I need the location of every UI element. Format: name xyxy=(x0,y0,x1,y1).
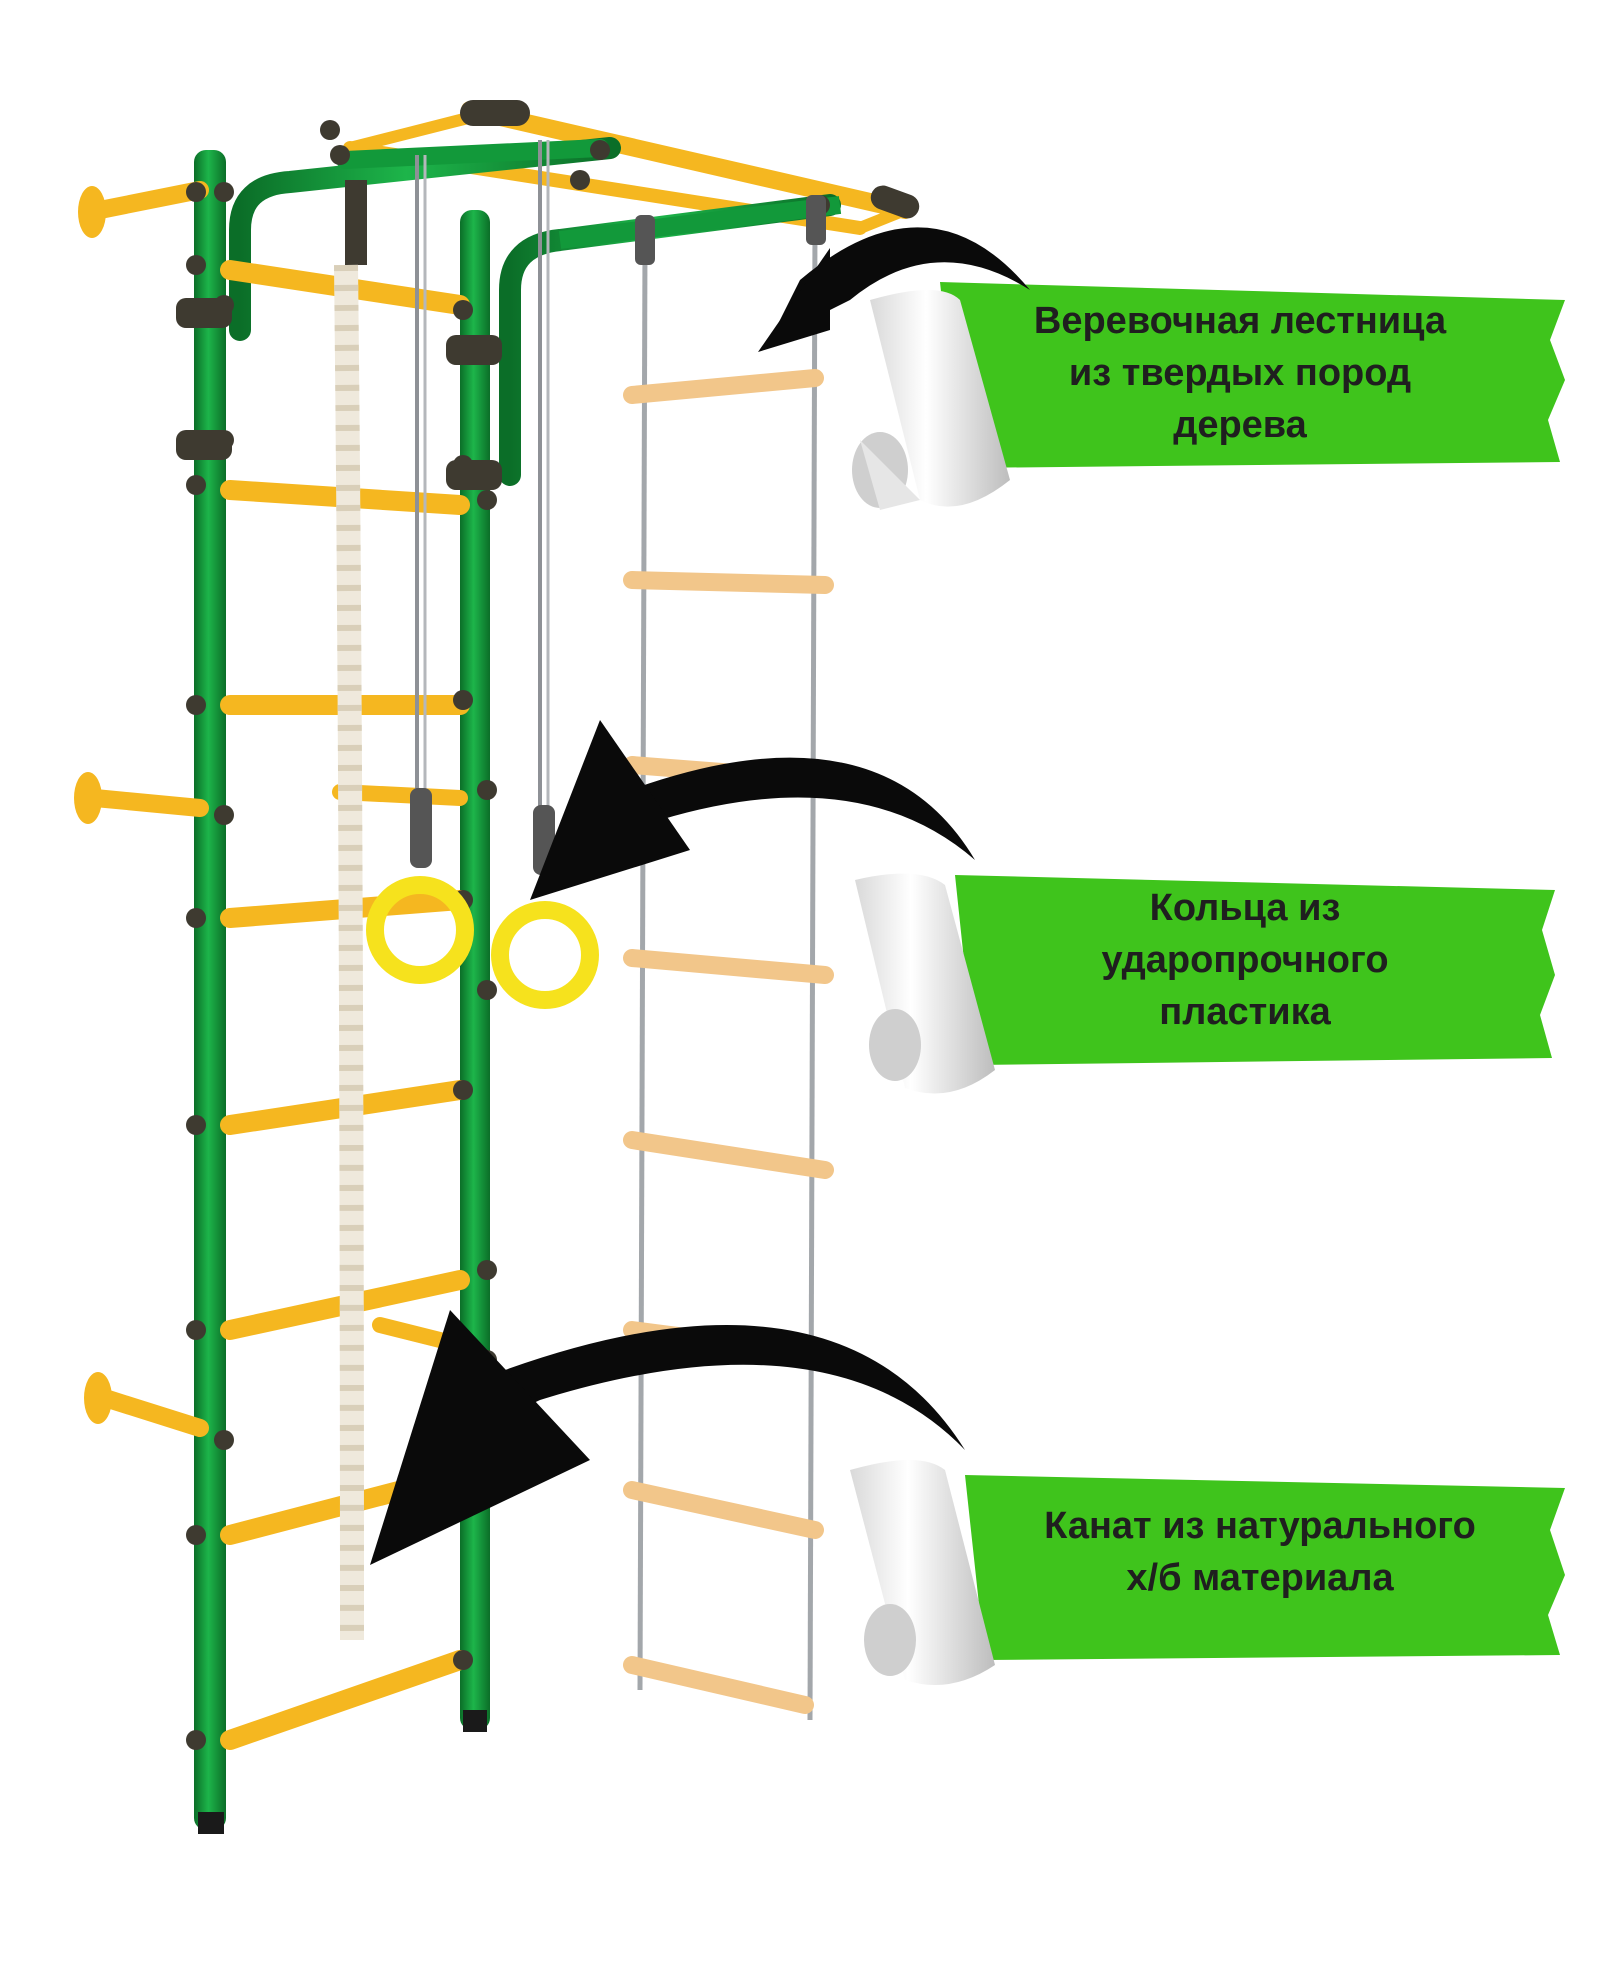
callout-rings-line-3: пластика xyxy=(1159,991,1331,1033)
callout-rings-line-2: ударопрочного xyxy=(1101,939,1389,981)
callout-rings-line-1: Кольца из xyxy=(1149,887,1341,929)
rope-ladder xyxy=(623,195,834,1721)
arrow-3 xyxy=(370,1310,965,1565)
callout-rope-ladder-line-1: Веревочная лестница xyxy=(1033,300,1447,342)
arrow-2 xyxy=(530,720,975,900)
paper-curl-3 xyxy=(850,1460,995,1685)
upright-left xyxy=(194,150,226,1830)
callout-rope-line-1: Канат из натурального xyxy=(1044,1505,1476,1547)
banner-3 xyxy=(965,1475,1565,1660)
paper-curl-1 xyxy=(852,290,1010,510)
callout-rope-ladder-line-3: дерева xyxy=(1173,404,1307,446)
pullup-grip-left xyxy=(460,100,530,126)
paper-curl-2 xyxy=(855,873,995,1094)
climbing-rope xyxy=(334,180,367,1641)
banner-1 xyxy=(940,282,1565,468)
callout-rings: Кольца из ударопрочного пластика xyxy=(1020,882,1470,1038)
ring-left xyxy=(366,876,474,984)
callout-rope-line-2: х/б материала xyxy=(1126,1557,1394,1599)
callout-rope-ladder-line-2: из твердых пород xyxy=(1068,352,1412,394)
callout-rope-ladder: Веревочная лестница из твердых пород дер… xyxy=(990,295,1490,451)
top-frame xyxy=(229,137,842,500)
pullup-grip-right xyxy=(870,185,920,219)
ring-right xyxy=(491,901,599,1009)
bolts xyxy=(176,120,830,1750)
callout-rope: Канат из натурального х/б материала xyxy=(1000,1500,1520,1604)
banner-2 xyxy=(955,875,1555,1065)
arrow-1 xyxy=(758,227,1030,352)
wall-brackets xyxy=(74,181,468,1437)
